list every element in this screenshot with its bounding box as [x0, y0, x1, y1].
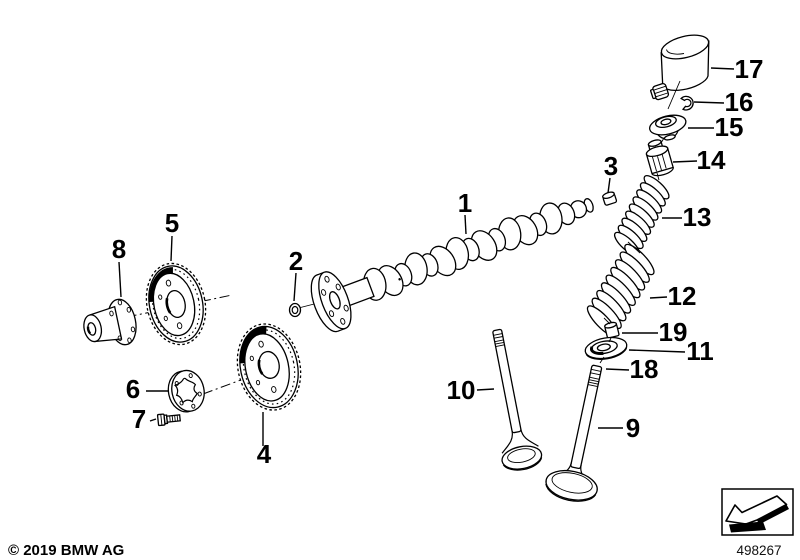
callout-3[interactable]: 3	[604, 151, 618, 181]
callout-1[interactable]: 1	[458, 188, 472, 218]
connector-lines	[599, 80, 681, 364]
seal-ring	[288, 302, 321, 318]
callout-10[interactable]: 10	[447, 375, 476, 405]
nut	[602, 191, 618, 206]
callout-15[interactable]: 15	[715, 112, 744, 142]
callout-13[interactable]: 13	[683, 202, 712, 232]
callout-12[interactable]: 12	[668, 281, 697, 311]
spring-retainer	[649, 114, 687, 141]
valve-stem-tip	[570, 364, 603, 470]
spring-sleeve	[645, 139, 674, 177]
diagram-number: 498267	[736, 543, 781, 558]
valve-right	[545, 364, 603, 502]
camshaft-sprocket	[145, 262, 207, 346]
valve-spring-upper	[613, 175, 670, 257]
thrust-plate	[167, 369, 205, 413]
callout-5[interactable]: 5	[165, 208, 179, 238]
callout-4[interactable]: 4	[257, 439, 272, 469]
callout-labels: 1 2 3 4 5 6 7 8 9 10 11 12 13 14 15 16 1…	[112, 54, 764, 469]
camshaft	[310, 198, 594, 333]
callout-9[interactable]: 9	[626, 413, 640, 443]
callout-8[interactable]: 8	[112, 234, 126, 264]
valve-collets	[650, 82, 694, 111]
callout-16[interactable]: 16	[725, 87, 754, 117]
hub	[83, 298, 137, 346]
bolt	[156, 413, 181, 427]
callout-17[interactable]: 17	[735, 54, 764, 84]
upper-collet	[604, 321, 620, 339]
callout-19[interactable]: 19	[659, 317, 688, 347]
leader-lines	[118, 67, 735, 446]
valve-left	[492, 328, 543, 471]
bucket-tappet	[660, 34, 710, 91]
callout-6[interactable]: 6	[126, 374, 140, 404]
callout-14[interactable]: 14	[697, 145, 726, 175]
callout-7[interactable]: 7	[132, 404, 146, 434]
crankshaft-sprocket	[236, 323, 302, 411]
spring-plate	[584, 336, 628, 360]
stamp-box	[721, 488, 794, 536]
valve-spring-lower	[586, 243, 655, 337]
callout-2[interactable]: 2	[289, 246, 303, 276]
diagonal-back-arrow-icon	[725, 495, 789, 533]
callout-11[interactable]: 11	[686, 336, 714, 366]
copyright-text: © 2019 BMW AG	[8, 542, 124, 559]
callout-18[interactable]: 18	[630, 354, 659, 384]
